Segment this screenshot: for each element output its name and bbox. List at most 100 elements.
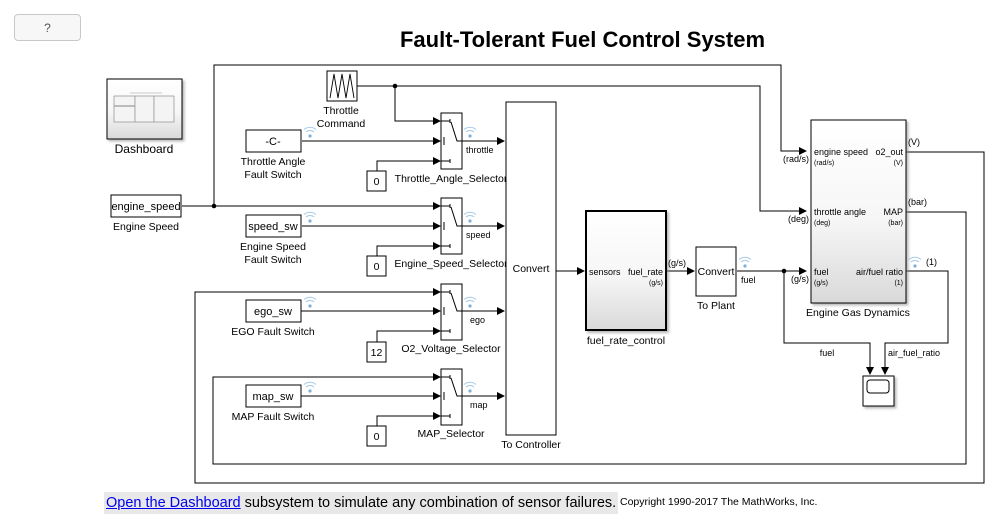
convert-text: Convert [513,263,550,275]
port-unit: (deg) [814,220,830,227]
afr-scope-line[interactable] [881,270,949,375]
ego-fault-switch-block[interactable]: ego_sw EGO Fault Switch [231,299,315,338]
constant-value: 0 [374,176,380,188]
throttle-branch-line[interactable] [394,86,441,125]
engine-speed-plant-line[interactable] [213,64,807,206]
signal-unit-label: (1) [926,257,937,267]
constant-map-block[interactable]: 0 [366,425,387,447]
constant-value: 0 [374,431,380,443]
engine-speed-selector-block[interactable]: Engine_Speed_Selector [394,197,508,270]
engine-gas-dynamics-block[interactable]: engine speed (rad/s) throttle angle (deg… [806,119,910,319]
footer-text: subsystem to simulate any combination of… [240,495,617,511]
signal-unit-label: (bar) [908,197,927,207]
page-title: Fault-Tolerant Fuel Control System [399,27,766,52]
o2-feedback-line[interactable] [194,151,985,484]
signal-label: fuel [820,348,835,358]
signal-log-icon [908,256,922,269]
ego-const-line[interactable] [376,327,441,342]
dashboard-block[interactable]: Dashboard [106,78,183,156]
signal-unit-label: (g/s) [791,274,809,284]
throttle-command-block[interactable]: Throttle Command [317,70,366,130]
port-unit: (rad/s) [814,160,834,167]
scope-block[interactable] [862,375,895,407]
engine-speed-label: Engine Speed [113,221,179,233]
throttle-command-label: Throttle [323,105,359,117]
throttle-angle-selector-block[interactable]: Throttle_Angle_Selector [395,112,508,185]
switch-icon [441,204,462,248]
o2-voltage-selector-block[interactable]: O2_Voltage_Selector [401,283,501,355]
ego-fault-label: EGO Fault Switch [231,326,315,338]
port-unit: (V) [894,160,903,167]
port-unit: (g/s) [649,280,663,287]
port-label-fuel-rate: fuel_rate [628,267,663,277]
selector-label: MAP_Selector [417,428,485,440]
fuel-rate-control-label: fuel_rate_control [587,335,665,347]
map-fault-value: map_sw [253,391,294,403]
ego-fault-value: ego_sw [254,306,292,318]
port-label: air/fuel ratio [856,267,903,277]
switch-icon [441,119,462,163]
signal-log-icon [303,381,317,394]
signal-label: fuel [741,275,756,285]
signal-label: throttle [466,145,494,155]
signal-log-icon [463,126,477,139]
switch-icon [441,290,462,333]
speed-fault-switch-block[interactable]: speed_sw Engine Speed Fault Switch [240,214,306,266]
map-selector-block[interactable]: MAP_Selector [417,368,485,440]
throttle-fault-label-2: Fault Switch [244,169,301,181]
copyright-text: Copyright 1990-2017 The MathWorks, Inc. [620,496,818,508]
constant-speed-block[interactable]: 0 [366,255,387,277]
port-unit: (bar) [888,220,903,227]
to-controller-block[interactable]: Convert To Controller [501,101,561,451]
signal-log-icon [463,381,477,394]
map-fault-switch-block[interactable]: map_sw MAP Fault Switch [232,384,315,423]
selector-label: Throttle_Angle_Selector [395,173,508,185]
constant-value: 12 [371,347,383,359]
signal-unit-label: (deg) [788,214,809,224]
map-feedback-line[interactable] [212,211,967,465]
dashboard-thumbnail-icon [113,92,175,123]
convert-text: Convert [698,266,735,278]
throttle-fault-value: -C- [265,136,281,148]
map-fault-label: MAP Fault Switch [232,411,315,423]
signal-unit-label: (rad/s) [783,154,809,164]
fuel-scope-line[interactable] [783,271,874,375]
speed-const-line[interactable] [376,242,441,256]
throttle-command-label-2: Command [317,118,366,130]
signal-label: speed [466,230,491,240]
signal-label: air_fuel_ratio [888,348,940,358]
constant-value: 0 [374,261,380,273]
constant-throttle-block[interactable]: 0 [366,170,387,192]
port-unit: (g/s) [814,280,828,287]
help-button[interactable]: ? [14,14,81,41]
to-plant-label: To Plant [697,300,735,312]
constant-ego-block[interactable]: 12 [366,341,387,363]
map-const-line[interactable] [376,412,441,426]
signal-log-icon [303,211,317,224]
signal-label: map [470,400,488,410]
port-label: o2_out [875,147,903,157]
signal-lines [182,64,985,484]
branch-points [211,83,787,274]
selector-label: Engine_Speed_Selector [394,258,508,270]
engine-gas-dynamics-label: Engine Gas Dynamics [806,307,910,319]
scope-screen-icon [866,379,890,394]
selector-label: O2_Voltage_Selector [401,343,501,355]
open-dashboard-link[interactable]: Open the Dashboard [106,495,241,511]
switch-icon [441,375,462,418]
throttle-fault-switch-block[interactable]: -C- Throttle Angle Fault Switch [241,129,306,181]
footer-note: Open the Dashboard subsystem to simulate… [104,492,619,514]
engine-speed-block[interactable]: engine_speed Engine Speed [110,194,182,233]
engine-speed-value: engine_speed [111,201,180,213]
throttle-fault-label: Throttle Angle [241,156,306,168]
speed-fault-value: speed_sw [248,221,298,233]
throttle-command-line[interactable] [357,85,807,215]
signal-unit-label: (V) [908,137,920,147]
port-unit: (1) [894,280,903,287]
to-plant-block[interactable]: Convert To Plant [695,246,737,312]
signal-log-icon [463,211,477,224]
fuel-rate-control-block[interactable]: sensors fuel_rate (g/s) fuel_rate_contro… [585,210,667,347]
throttle-const-line[interactable] [376,157,441,171]
port-label: engine speed [814,147,868,157]
